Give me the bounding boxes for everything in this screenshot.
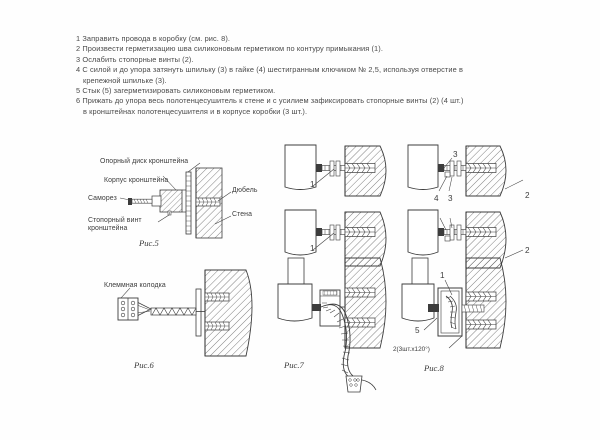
fig8-drawing-top — [407, 144, 524, 197]
instruction-line: 1 Заправить провода в коробку (см. рис. … — [76, 34, 231, 43]
fig8-drawing-bottom — [401, 257, 507, 349]
instruction-line-continuation: в кронштейнах полотенцесушителя и в корп… — [83, 106, 308, 116]
fig5-label-support-disc: Опорный диск кронштейна — [100, 158, 189, 165]
fig8-callout-3-middle: 3 — [448, 194, 453, 203]
instructions-list: 1 Заправить провода в коробку (см. рис. … — [76, 34, 528, 117]
fig5-label-locking-screw: Стопорный винт кронштейна — [88, 217, 142, 233]
fig6-label-terminal-block: Клеммная колодка — [104, 282, 166, 289]
fig8-drawing-middle — [407, 209, 524, 269]
instruction-line: 6 Прижать до упора весь полотенцесушител… — [76, 96, 464, 106]
fig8-callout-2-top: 2 — [525, 191, 530, 200]
instruction-line-continuation: крепежной шпильке (3). — [83, 75, 167, 85]
fig7-callout-1-top: 1 — [310, 180, 315, 189]
fig5-drawing — [119, 162, 232, 239]
fig5-caption: Рис.5 — [139, 238, 159, 248]
fig7-callout-1-middle: 1 — [310, 244, 315, 253]
fig7-drawing-middle — [284, 209, 387, 267]
fig8-note-quantity: 2(3шт.х120°) — [393, 346, 430, 353]
fig8-callout-2-middle: 2 — [525, 246, 530, 255]
fig5-label-self-tapping-screw: Саморез — [88, 195, 117, 202]
fig8-callout-4: 4 — [434, 194, 439, 203]
instruction-line: 4 С силой и до упора затянуть шпильку (3… — [76, 65, 463, 75]
fig8-caption: Рис.8 — [424, 363, 444, 373]
fig5-label-bracket-body: Корпус кронштейна — [104, 177, 169, 184]
fig8-callout-1: 1 — [440, 271, 445, 280]
instruction-line: 5 Стык (5) загерметизировать силиконовым… — [76, 86, 276, 96]
fig7-caption: Рис.7 — [284, 360, 304, 370]
fig6-drawing — [117, 269, 253, 357]
fig5-label-wall: Стена — [232, 211, 253, 218]
fig7-drawing-bottom — [277, 257, 387, 393]
instruction-line: 3 Ослабить стопорные винты (2). — [76, 54, 194, 64]
fig8-callout-3-top: 3 — [453, 150, 458, 159]
fig8-callout-5: 5 — [415, 326, 420, 335]
instruction-line: 2 Произвести герметизацию шва силиконовы… — [76, 44, 383, 54]
fig5-label-dowel: Дюбель — [232, 187, 258, 194]
fig6-caption: Рис.6 — [134, 360, 154, 370]
fig7-drawing-top — [284, 144, 387, 197]
